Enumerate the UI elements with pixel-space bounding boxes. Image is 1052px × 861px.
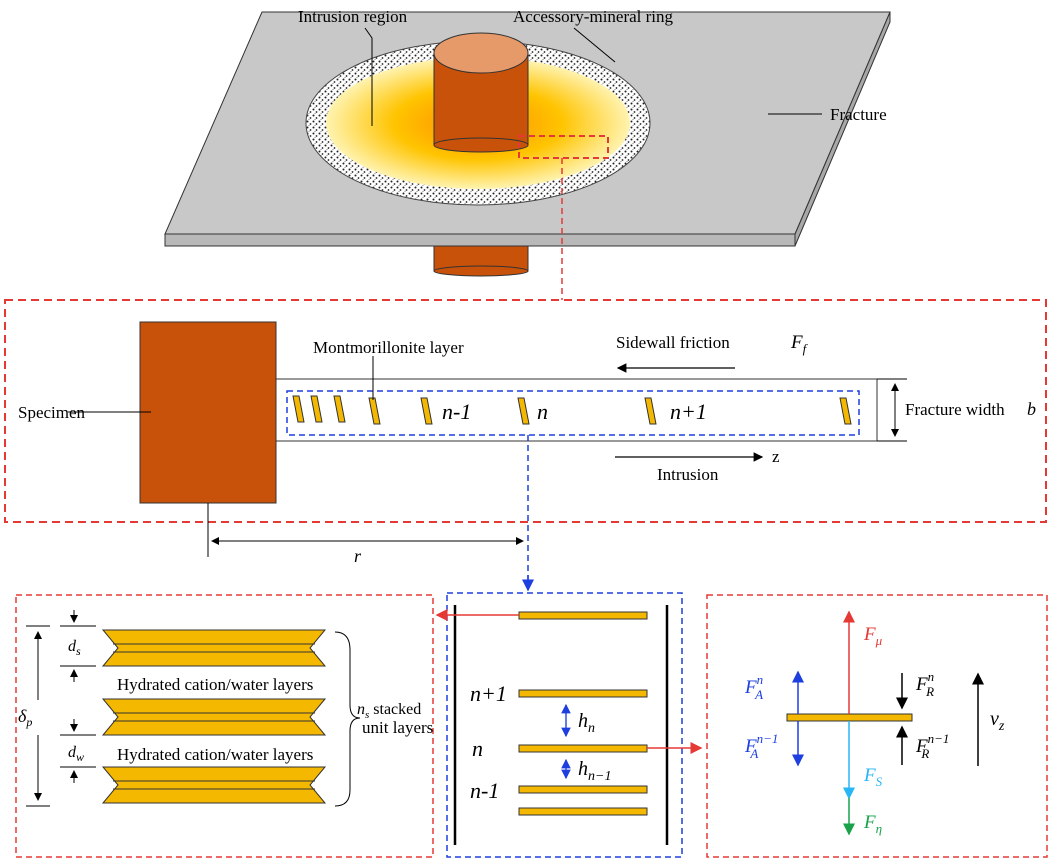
ds-label: ds [68,638,81,658]
bottom-middle-frame [446,592,683,858]
middle-panel: Specimen Montmorillonite layer n-1 n n+1… [4,299,1047,523]
platelet [517,397,530,425]
zoom-n: n [472,736,483,761]
platelet [292,395,305,423]
zoom-layer [518,807,648,816]
f-mu-label: Fμ [863,624,883,648]
force-layer [786,713,913,722]
bottom-left-panel: Hydrated cation/water layers Hydrated ca… [15,594,434,858]
r-label: r [354,546,362,566]
unit-layers-label: unit layers [362,718,433,737]
fracture-plate-group: Intrusion region Accessory-mineral ring … [164,7,891,277]
zoom-layer [518,689,648,698]
middle-frame [4,299,1047,523]
zoom-layer [518,785,648,794]
unit-layer [101,766,327,804]
vz-label: vz [990,708,1005,734]
zoom-n-minus-1: n-1 [470,778,499,803]
zoom-box-small [518,135,609,159]
stack-brace [334,631,361,807]
friction-symbol: Ff [790,332,809,356]
ns-label: ns stacked [357,701,421,721]
layer-n-plus-1: n+1 [670,399,707,424]
fracture-width-symbol: b [1027,399,1036,419]
sidewall-friction-label: Sidewall friction [616,333,730,352]
layer-n: n [537,399,548,424]
montmorillonite-label: Montmorillonite layer [313,338,464,357]
hn-label: hn [578,710,595,736]
fracture-channel [275,378,878,442]
unit-layer [101,629,327,667]
zoom-n-plus-1: n+1 [470,681,507,706]
hydrated-label-1: Hydrated cation/water layers [117,675,313,694]
bottom-right-frame [706,594,1048,858]
zoom-layer [518,611,648,620]
platelet [644,397,657,425]
specimen-label: Specimen [18,403,86,422]
zoom-layer [518,744,648,753]
hn1-label: hn−1 [578,758,611,784]
intrusion-region-label: Intrusion region [298,7,408,26]
bottom-middle-panel: n+1 n n-1 hn hn−1 [435,592,703,858]
hydrated-label-2: Hydrated cation/water layers [117,745,313,764]
unit-layer [101,698,327,736]
f-s-label: FS [863,765,883,789]
intrusion-label: Intrusion [657,465,719,484]
fracture-label: Fracture [830,105,887,124]
specimen-block [139,321,277,504]
delta-p-label: δp [18,706,32,729]
upper-cylinder-top [433,32,529,74]
dw-label: dw [68,744,84,764]
blue-zoom-box [286,390,860,436]
platelet [839,397,852,425]
platelet [310,395,323,423]
fracture-width-label: Fracture width [905,400,1005,419]
platelet [420,397,433,425]
platelet [333,395,346,423]
plate-side [164,233,796,247]
unit-layers [101,629,327,804]
layer-n-minus-1: n-1 [442,399,471,424]
f-eta-label: Fη [863,812,882,836]
platelets [292,395,852,425]
z-axis-label: z [772,447,780,466]
accessory-ring-label: Accessory-mineral ring [513,7,674,26]
